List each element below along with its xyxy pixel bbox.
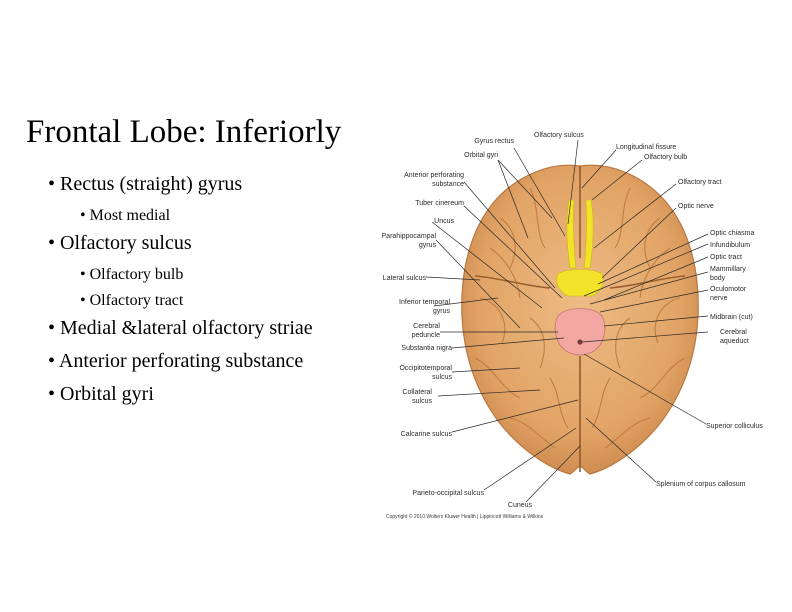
label-longitudinal-fissure: Longitudinal fissure (616, 144, 676, 151)
label-substantia-nigra: Substantia nigra (401, 345, 452, 352)
brain-illustration (461, 164, 699, 475)
label-infundibulum: Infundibulum (710, 242, 750, 249)
sub-bullet-olfactory-tract: • Olfactory tract (80, 292, 184, 309)
label-collateral-1: Collateral (402, 389, 432, 396)
label-anterior-perforating-2: substance (432, 181, 464, 188)
label-uncus: Uncus (434, 218, 454, 225)
bullet-olfactory-sulcus: • Olfactory sulcus (48, 232, 192, 254)
label-mammillary-1: Mammillary (710, 266, 746, 273)
bullet-orbital-gyri: • Orbital gyri (48, 383, 154, 405)
label-lateral-sulcus: Lateral sulcus (383, 275, 427, 282)
label-anterior-perforating-1: Anterior perforating (404, 172, 464, 179)
anatomy-labels: Gyrus rectus Olfactory sulcus Orbital gy… (382, 132, 764, 520)
bullet-anterior-perforating: • Anterior perforating substance (48, 350, 304, 372)
label-inferior-temporal-2: gyrus (433, 308, 451, 315)
label-parahippocampal-1: Parahippocampal (382, 233, 437, 240)
slide-title: Frontal Lobe: Inferiorly (26, 114, 342, 150)
cerebral-aqueduct-dot (577, 339, 583, 345)
label-oculomotor-2: nerve (710, 295, 728, 302)
label-optic-tract: Optic tract (710, 254, 742, 261)
sub-bullet-olfactory-bulb: • Olfactory bulb (80, 266, 184, 283)
label-tuber-cinereum: Tuber cinereum (415, 200, 464, 207)
label-mammillary-2: body (710, 275, 726, 282)
leader-lines (425, 139, 709, 503)
label-optic-chiasma: Optic chiasma (710, 230, 754, 237)
label-occipitotemporal-2: sulcus (432, 374, 452, 381)
bullet-rectus-gyrus: • Rectus (straight) gyrus (48, 173, 243, 195)
label-parieto-occipital: Parieto-occipital sulcus (412, 490, 484, 497)
label-occipitotemporal-1: Occipitotemporal (399, 365, 452, 372)
bullet-olfactory-striae: • Medial &lateral olfactory striae (48, 317, 313, 339)
label-midbrain: Midbrain (cut) (710, 314, 753, 321)
label-gyrus-rectus: Gyrus rectus (474, 138, 514, 145)
label-inferior-temporal-1: Inferior temporal (399, 299, 450, 306)
sub-bullet-most-medial: • Most medial (80, 207, 171, 224)
optic-chiasma-shape (556, 269, 604, 297)
label-cerebral-peduncle-2: peduncle (412, 332, 441, 339)
label-parahippocampal-2: gyrus (419, 242, 437, 249)
brain-diagram: Gyrus rectus Olfactory sulcus Orbital gy… (382, 132, 764, 520)
brain-inferior-view-figure: Gyrus rectus Olfactory sulcus Orbital gy… (380, 128, 780, 524)
label-oculomotor-1: Oculomotor (710, 286, 747, 293)
figure-copyright: Copyright © 2010 Wolters Kluwer Health |… (386, 513, 544, 520)
label-olfactory-bulb: Olfactory bulb (644, 154, 687, 161)
label-optic-nerve: Optic nerve (678, 203, 714, 210)
label-orbital-gyri: Orbital gyri (464, 152, 498, 159)
label-splenium: Splenium of corpus callosum (656, 481, 746, 488)
olfactory-tract-right (583, 199, 594, 269)
label-collateral-2: sulcus (412, 398, 432, 405)
label-cerebral-peduncle-1: Cerebral (413, 323, 440, 330)
bullet-list: • Rectus (straight) gyrus • Most medial … (48, 172, 348, 415)
label-cuneus: Cuneus (508, 502, 533, 509)
label-olfactory-tract: Olfactory tract (678, 179, 722, 186)
gyral-folds (474, 187, 686, 449)
label-superior-colliculus: Superior colliculus (706, 423, 763, 430)
label-calcarine-sulcus: Calcarine sulcus (401, 431, 453, 438)
label-cerebral-aqueduct-1: Cerebral (720, 329, 747, 336)
label-cerebral-aqueduct-2: aqueduct (720, 338, 749, 345)
label-olfactory-sulcus: Olfactory sulcus (534, 132, 584, 139)
lateral-sulcus-left (474, 275, 551, 289)
midbrain-shape (554, 308, 606, 356)
